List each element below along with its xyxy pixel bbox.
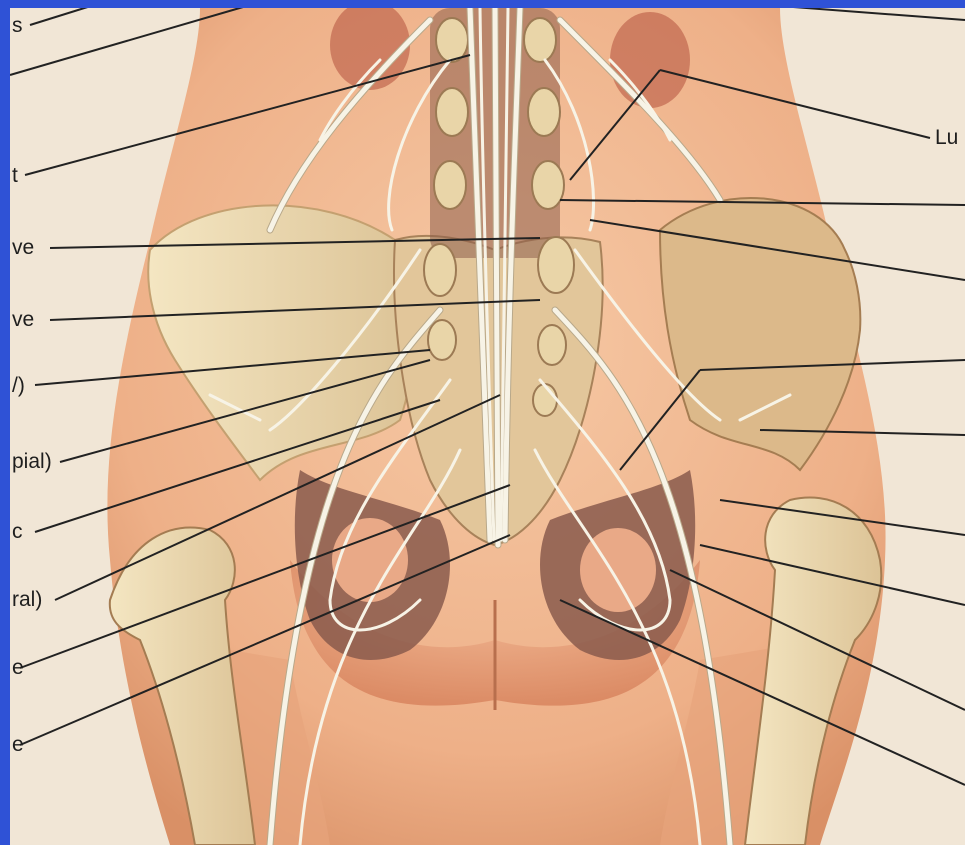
label-left-1: s [12,14,23,38]
label-left-4: ve [12,236,34,260]
label-left-10: e [12,656,24,680]
label-left-3: t [12,164,18,188]
label-left-7: pial) [12,450,52,474]
label-left-5: ve [12,308,34,332]
label-left-6: /) [12,374,25,398]
left-kidney [330,0,410,90]
label-left-9: ral) [12,588,42,612]
label-left-8: c [12,520,23,544]
right-kidney [610,12,690,108]
label-right-1: Lu [935,126,958,150]
label-left-11: e [12,733,24,757]
